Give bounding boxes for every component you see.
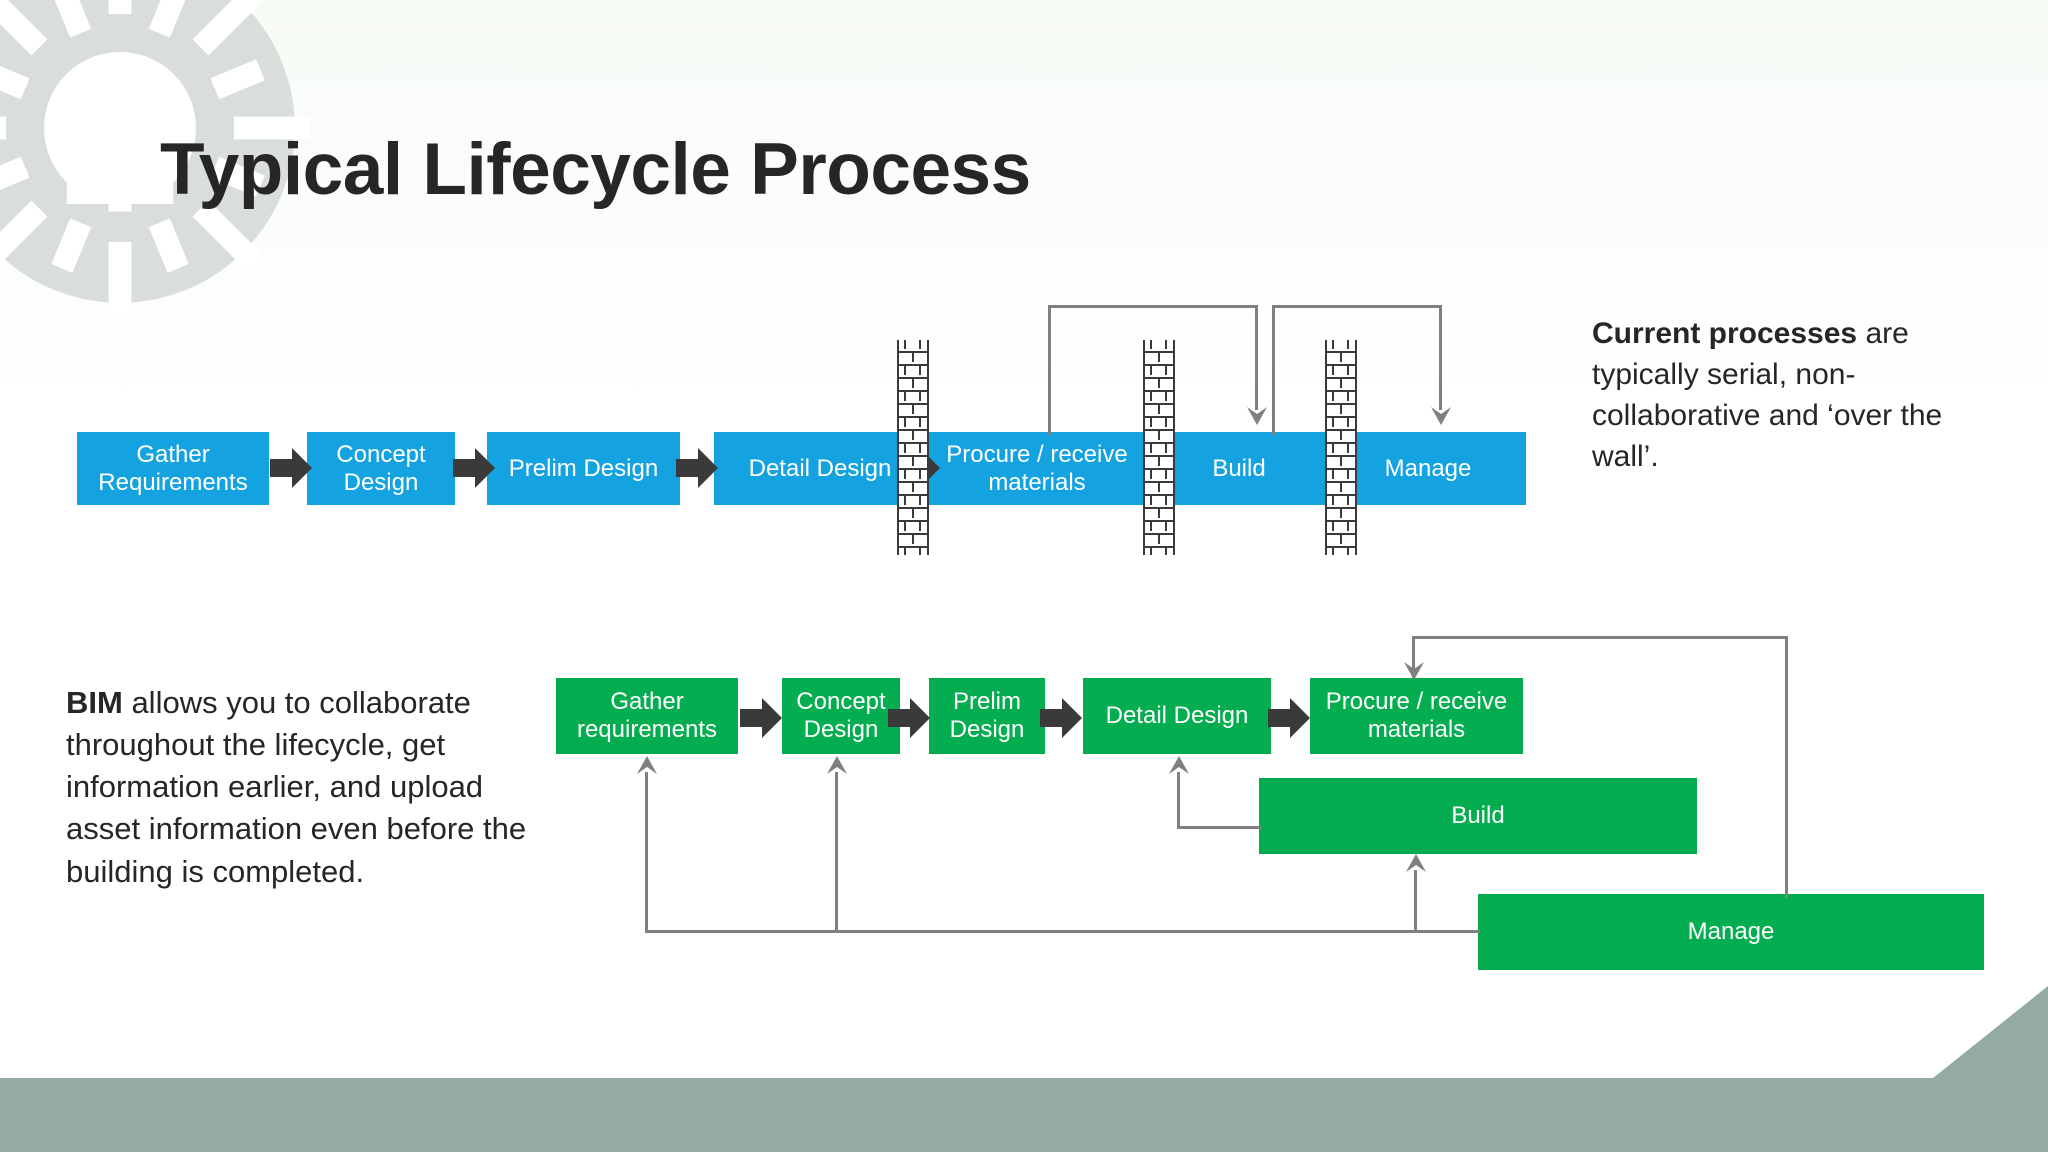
bim-box-prelim-design[interactable]: Prelim Design [929, 678, 1045, 754]
caption-rest: are typically serial, non-collaborative … [1592, 317, 1943, 474]
flow-arrow-icon [1040, 698, 1082, 738]
box-label-line2: materials [1367, 716, 1466, 743]
bim-box-manage[interactable]: Manage [1478, 894, 1984, 970]
box-label-line1: Manage [1384, 454, 1472, 482]
box-label-line1: Procure / receive [1325, 688, 1508, 716]
brick-wall-divider [897, 340, 929, 555]
box-label-line1: Gather [610, 688, 684, 716]
box-label-line1: Manage [1687, 918, 1775, 946]
box-label-line2: requirements [576, 716, 718, 743]
box-label-line1: Build [1212, 454, 1266, 482]
bim-box-detail-design[interactable]: Detail Design [1083, 678, 1271, 754]
box-label-line1: Build [1451, 802, 1505, 830]
process-box-detail-design[interactable]: Detail Design [714, 432, 926, 505]
brick-wall-divider [1325, 340, 1357, 555]
page-title: Typical Lifecycle Process [160, 129, 1031, 210]
feedback-line-horizontal [645, 930, 1480, 933]
arrowhead-down-icon [1431, 407, 1451, 425]
arrowhead-up-icon [827, 756, 847, 774]
box-label-line1: Concept [336, 440, 426, 468]
box-label-line1: Procure / receive [946, 440, 1128, 468]
flow-arrow-icon [453, 448, 495, 488]
caption-strong: Current processes [1592, 317, 1858, 350]
box-label-line2: Requirements [98, 468, 248, 496]
box-label-line2: Design [343, 468, 419, 496]
feedback-line-vertical [1048, 305, 1051, 435]
process-box-procure-receive-materials[interactable]: Procure / receive materials [926, 432, 1148, 505]
flow-arrow-icon [1268, 698, 1310, 738]
arrowhead-down-icon [1404, 662, 1424, 680]
feedback-line-vertical [645, 772, 648, 932]
caption-rest: allows you to collaborate throughout the… [66, 685, 527, 889]
feedback-line-vertical [1272, 305, 1275, 435]
feedback-line-vertical [1414, 870, 1417, 932]
feedback-line-vertical [1439, 305, 1442, 410]
feedback-line-vertical [1255, 305, 1258, 410]
box-label-line1: Detail Design [748, 454, 892, 482]
bim-box-procure-receive-materials[interactable]: Procure / receive materials [1310, 678, 1523, 754]
arrowhead-down-icon [1247, 407, 1267, 425]
feedback-line-vertical [835, 772, 838, 932]
process-box-gather-requirements[interactable]: Gather Requirements [77, 432, 269, 505]
gear-icon [0, 0, 310, 318]
box-label-line2: Design [949, 716, 1025, 743]
arrowhead-up-icon [1169, 756, 1189, 774]
footer-corner-accent [1928, 986, 2048, 1082]
bim-box-build[interactable]: Build [1259, 778, 1697, 854]
footer-bar [0, 1078, 2048, 1152]
bim-box-gather-requirements[interactable]: Gather requirements [556, 678, 738, 754]
brick-wall-divider [1143, 340, 1175, 555]
feedback-line-vertical [1412, 636, 1415, 678]
feedback-line-vertical [1177, 772, 1180, 829]
box-label-line1: Prelim [952, 688, 1021, 716]
arrowhead-up-icon [637, 756, 657, 774]
flow-arrow-icon [270, 448, 312, 488]
arrowhead-up-icon [1406, 854, 1426, 872]
feedback-line-horizontal [1412, 636, 1788, 639]
bim-box-concept-design[interactable]: Concept Design [782, 678, 900, 754]
box-label-line1: Prelim Design [508, 454, 659, 482]
bim-caption: BIM allows you to collaborate throughout… [66, 682, 546, 893]
process-box-concept-design[interactable]: Concept Design [307, 432, 455, 505]
flow-arrow-icon [676, 448, 718, 488]
process-box-build[interactable]: Build [1148, 432, 1330, 505]
feedback-line-horizontal [1272, 305, 1442, 308]
feedback-line-horizontal [1048, 305, 1258, 308]
box-label-line1: Gather [136, 440, 210, 468]
box-label-line1: Detail Design [1105, 702, 1249, 730]
box-label-line2: materials [988, 468, 1086, 496]
caption-strong: BIM [66, 685, 123, 720]
current-process-caption: Current processes are typically serial, … [1592, 313, 1952, 477]
flow-arrow-icon [740, 698, 782, 738]
box-label-line1: Concept [796, 688, 886, 716]
box-label-line2: Design [803, 716, 879, 743]
feedback-line-horizontal [1177, 826, 1261, 829]
feedback-line-vertical [1785, 636, 1788, 898]
process-box-manage[interactable]: Manage [1330, 432, 1526, 505]
process-box-prelim-design[interactable]: Prelim Design [487, 432, 680, 505]
flow-arrow-icon [888, 698, 930, 738]
